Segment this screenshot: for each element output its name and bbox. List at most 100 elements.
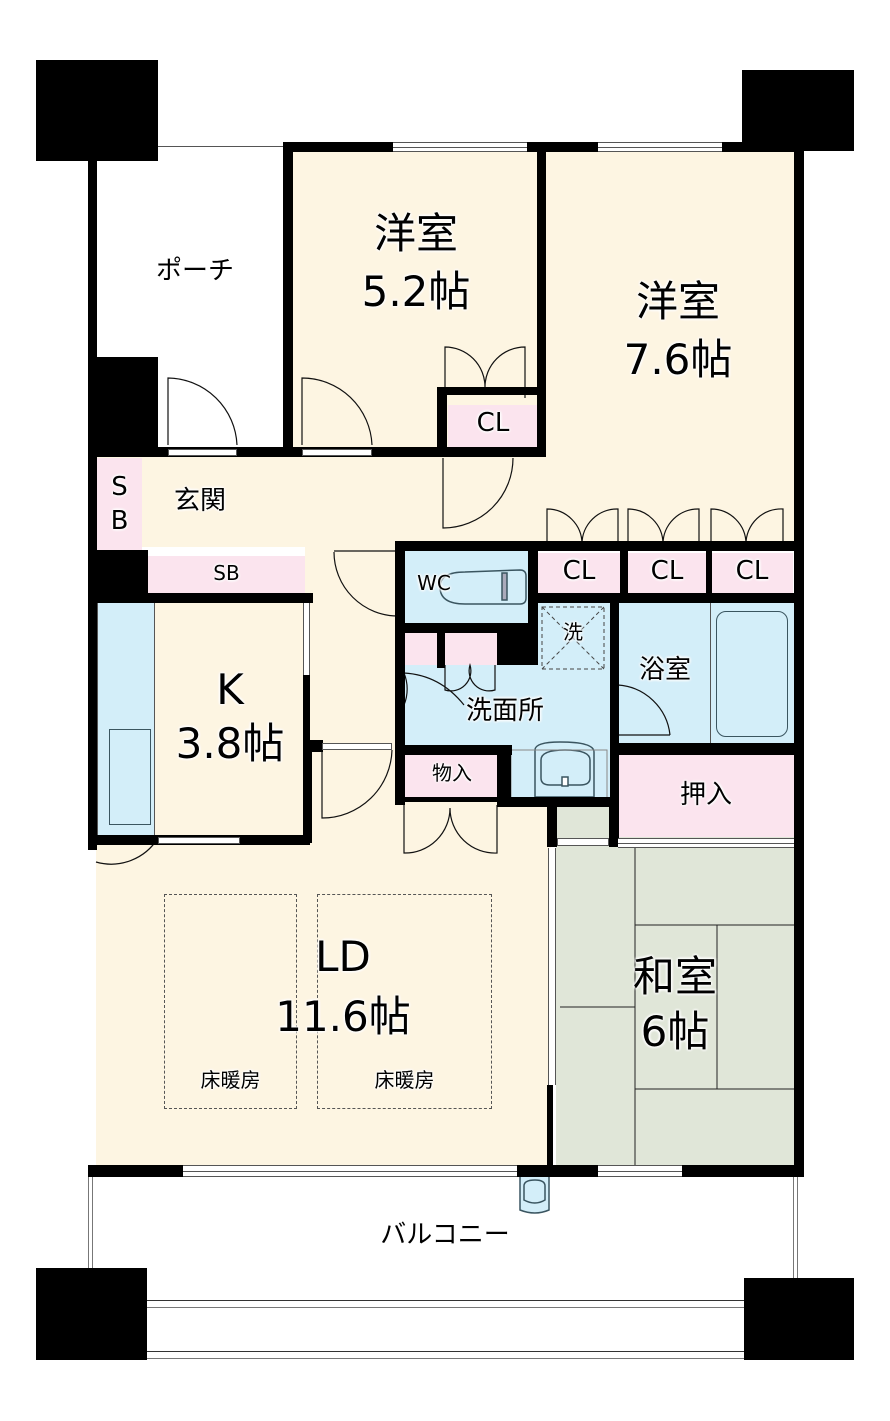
wall-porch-left [88,160,97,850]
kitchen-sink [109,729,151,825]
japanese-closet-label: 押入 [679,780,732,810]
wall-shelf-divider [437,623,445,668]
window-ld [183,1165,397,1177]
storage-label: 物入 [432,761,472,785]
column-bottom-right [744,1278,854,1360]
kitchen-floor [155,600,305,835]
closet-3-label: CL [735,556,769,586]
shoe-box-horizontal-label: SB [213,561,240,585]
wall-sb-left [88,550,148,600]
hallway-floor [96,455,796,547]
balcony-rail-top [147,1300,744,1308]
kitchen-side-pass [303,603,310,675]
wall-jp-left [547,800,557,847]
closet-1 [538,553,620,593]
wall-room1-right [537,142,546,454]
wall-bath-left [610,593,619,843]
living-dining-size: 11.6帖 [275,992,411,1041]
wall-washroom-bottom [497,797,617,807]
bath-divider [710,603,711,743]
floor-heating-1-label: 床暖房 [200,1068,261,1092]
wall-wm-block [497,623,538,665]
jp-sliding-door [548,848,556,1085]
wall-room1-cl-left [437,387,447,455]
shoe-box-vertical [97,458,142,550]
closet-2 [628,553,706,593]
wall-storage-bottom [395,797,505,802]
column-top-left [36,60,158,161]
wall-wc-bottom [395,623,538,633]
living-dining-floor [96,845,551,1167]
ld-door-gap [322,743,392,750]
window-room1 [393,142,527,152]
porch-label: ポーチ [155,256,234,286]
japanese-closet [618,755,794,837]
wall-room1-cl-top [437,387,537,395]
wall-storage-right [497,745,511,800]
wall-bath-bottom [610,743,800,755]
wall-kitchen-right-c [303,740,312,843]
balcony-rail-bottom [147,1351,744,1359]
window-room2 [598,142,722,152]
bathroom-label: 浴室 [638,655,691,685]
wall-jp-slide [547,1085,553,1170]
column-bottom-left [36,1268,147,1360]
closet-3 [711,553,793,593]
shoe-box-horizontal [148,556,305,594]
western-room-2-name: 洋室 [635,277,720,326]
kitchen-counter [97,603,155,835]
window-ld-2 [397,1165,517,1177]
wall-storage-top [395,745,512,755]
western-room-1-name: 洋室 [373,209,458,258]
washroom-label: 洗面所 [465,696,544,726]
floor-heating-zone-1 [164,894,297,1109]
window-jp [598,1165,682,1177]
column-porch [88,357,158,457]
jp-nook-gap [557,838,609,846]
bathtub [716,611,788,737]
wall-cl-row-bottom [530,593,800,603]
closet-1-label: CL [562,556,596,586]
balcony-left-rail [88,1177,93,1268]
japanese-room-size: 6帖 [640,1007,710,1056]
floor-heating-zone-2 [317,894,492,1109]
wall-wc-left [395,541,405,805]
wall-right [794,142,804,1176]
kitchen-name: K [216,665,244,714]
kitchen-lower-gap [158,837,240,844]
closet-room1 [448,405,538,447]
toilet-label: WC [417,571,451,595]
wall-wc-top [395,541,799,551]
western-room-1-floor [292,150,540,450]
japanese-room-floor [556,806,794,1168]
room1-door-gap [302,449,372,456]
closet-room1-label: CL [476,408,510,438]
washroom-shelf-1 [404,633,437,665]
balcony-label: バルコニー [380,1220,510,1250]
washing-machine-label: 洗 [563,620,583,644]
washroom-shelf-2 [445,633,497,665]
wall-room1-left [283,142,293,457]
wall-wc-right [528,541,538,627]
wall-cl-div-2 [706,541,712,601]
wall-cl-div-1 [620,541,628,601]
shoe-box-s: S [111,472,128,502]
floor-heating-2-label: 床暖房 [374,1068,435,1092]
shoe-box-b: B [110,506,129,536]
western-room-2-size: 7.6帖 [623,335,733,384]
wall-jp-nook-right [609,800,618,847]
porch-top-line [158,146,283,147]
kitchen-size: 3.8帖 [175,719,285,768]
porch-door-gap [168,449,237,456]
entrance-label: 玄関 [173,486,226,516]
wall-kitchen-top [88,593,313,603]
closet-side-nook [557,806,609,838]
storage-closet [404,755,500,797]
window-jp-closet [618,838,794,848]
wall-kitchen-right-a [303,675,310,755]
living-dining-name: LD [315,932,371,981]
column-top-right [742,70,854,151]
western-room-1-size: 5.2帖 [361,267,471,316]
japanese-room-name: 和室 [632,952,717,1001]
